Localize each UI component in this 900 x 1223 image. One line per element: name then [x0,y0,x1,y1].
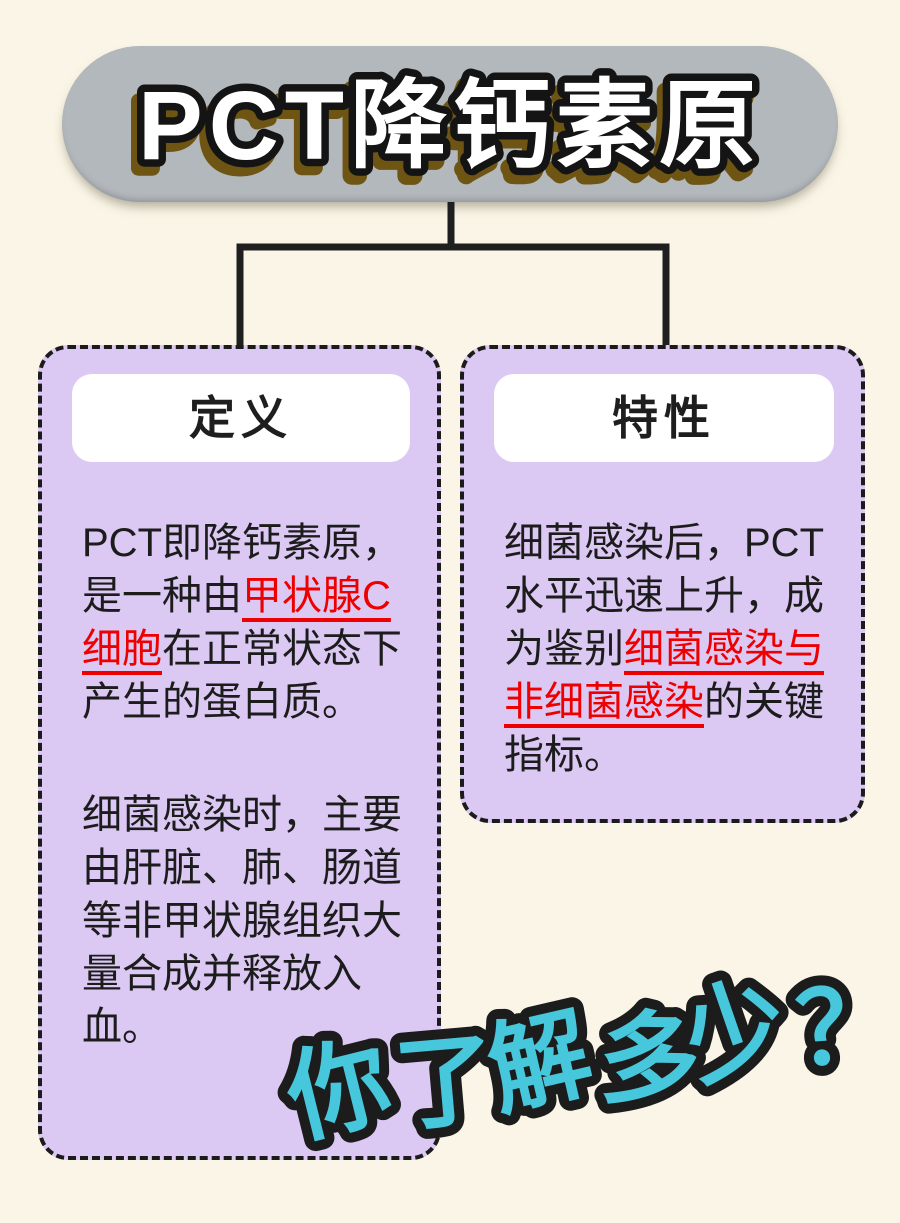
footer-question-svg: 你了解多少？ [263,934,900,1184]
text-segment: 的关键指标。 [504,680,824,777]
text-segment: 在正常状态下产生的蛋白质。 [82,627,402,724]
highlighted-term: 细菌感染与非细菌感染 [504,627,824,724]
characteristics-card: 特性 细菌感染后，PCT水平迅速上升，成为鉴别细菌感染与非细菌感染的关键指标。 [460,345,865,823]
page-title: PCT降钙素原 [138,71,762,180]
definition-paragraph-2: 细菌感染时，主要由肝脏、肺、肠道等非甲状腺组织大量合成并释放入血。 [82,789,418,1054]
definition-card-title: 定义 [72,374,410,462]
footer-question: 你了解多少？ [263,892,900,1219]
characteristics-title-label: 特性 [612,392,716,444]
definition-card: 定义 PCT即降钙素原，是一种由甲状腺C细胞在正常状态下产生的蛋白质。 细菌感染… [38,345,441,1160]
text-segment: PCT即降钙素原，是一种由 [82,521,402,618]
header-pill: PCT降钙素原 PCT降钙素原 [62,46,838,202]
text-segment: 细菌感染时，主要由肝脏、肺、肠道等非甲状腺组织大量合成并释放入血。 [82,793,402,1049]
characteristics-paragraph-1: 细菌感染后，PCT水平迅速上升，成为鉴别细菌感染与非细菌感染的关键指标。 [504,517,840,782]
characteristics-card-title: 特性 [494,374,834,462]
definition-paragraph-1: PCT即降钙素原，是一种由甲状腺C细胞在正常状态下产生的蛋白质。 [82,517,418,729]
text-segment: 细菌感染后，PCT水平迅速上升，成为鉴别 [504,521,824,671]
highlighted-term: 甲状腺C细胞 [82,574,391,671]
footer-question-text: 你了解多少？ [273,944,900,1174]
header-title-shadow: PCT降钙素原 [132,80,756,189]
header-title-svg: PCT降钙素原 PCT降钙素原 [125,64,764,197]
definition-title-label: 定义 [189,392,293,444]
connector-path [236,202,670,352]
